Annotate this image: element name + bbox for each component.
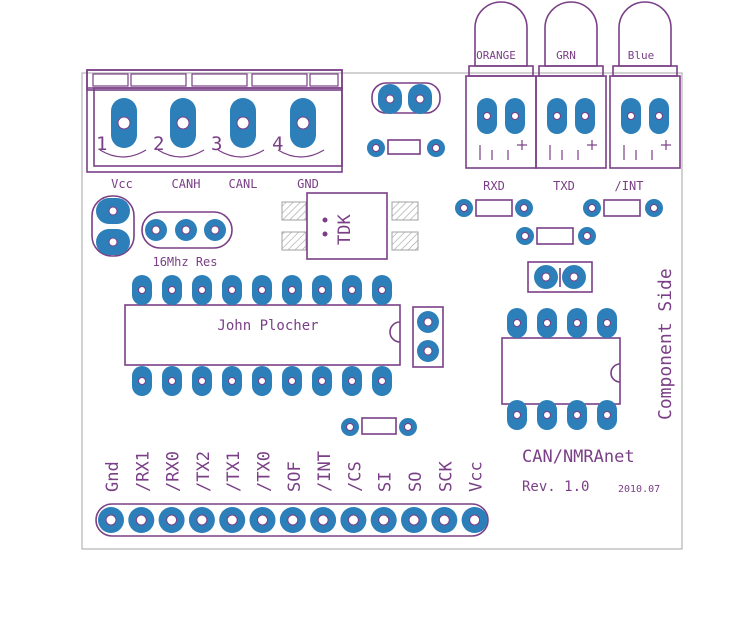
jumper-ic [412, 306, 444, 368]
led-1 [465, 1, 537, 169]
terminal-tab [191, 73, 248, 87]
label-gnd: GND [297, 177, 319, 191]
jumper-right [527, 261, 593, 293]
terminal-hole [236, 116, 250, 130]
led-label-orange: ORANGE [476, 49, 516, 62]
label-canh: CANH [172, 177, 201, 191]
header-label-11: SCK [436, 461, 456, 492]
header-label-10: SO [406, 472, 426, 492]
small-ic [501, 308, 621, 430]
pin-header [95, 503, 489, 537]
led-label-grn: GRN [556, 49, 576, 62]
led-3 [609, 1, 681, 169]
header-label-6: SOF [285, 461, 305, 492]
jumper-top [371, 82, 441, 114]
header-label-0: Gnd [103, 461, 123, 492]
terminal-block: 1 2 3 4 [86, 69, 343, 173]
led-label-blue: Blue [628, 49, 655, 62]
header-label-12: Vcc [467, 461, 487, 492]
terminal-pin-2: 2 [153, 133, 164, 155]
header-label-8: /CS [345, 461, 365, 492]
resistor-int [583, 199, 663, 217]
led-signal-rxd: RXD [483, 179, 505, 193]
revision: Rev. 1.0 [522, 479, 589, 495]
terminal-tab [130, 73, 187, 87]
ic-label: John Plocher [217, 318, 318, 334]
resistor-top [367, 139, 445, 157]
revision-date: 2010.07 [618, 484, 660, 495]
crystal-resonator [141, 211, 233, 249]
board-outline [81, 72, 683, 550]
resistor-txd [516, 227, 596, 245]
header-label-1: /RX1 [133, 451, 153, 492]
crystal-label: 16Mhz Res [152, 255, 217, 269]
terminal-pin-1: 1 [96, 133, 107, 155]
terminal-hole [176, 116, 190, 130]
main-ic [124, 275, 401, 396]
terminal-tab [92, 73, 129, 87]
terminal-pin-3: 3 [211, 133, 222, 155]
terminal-tab [251, 73, 308, 87]
header-label-2: /RX0 [164, 451, 184, 492]
tdk-label: TDK [335, 214, 355, 245]
component-side-label: Component Side [655, 268, 676, 420]
header-label-4: /TX1 [224, 451, 244, 492]
header-label-5: /TX0 [255, 451, 275, 492]
terminal-hole [117, 116, 131, 130]
led-signal-txd: TXD [553, 179, 575, 193]
resistor-rxd [455, 199, 533, 217]
header-label-3: /TX2 [194, 451, 214, 492]
resistor-bottom [341, 417, 417, 436]
board-name: CAN/NMRAnet [522, 447, 635, 467]
terminal-hole [296, 116, 310, 130]
label-vcc: Vcc [111, 177, 133, 191]
led-2 [535, 1, 607, 169]
label-canl: CANL [229, 177, 258, 191]
header-label-9: SI [376, 472, 396, 492]
header-labels: Gnd/RX1/RX0/TX2/TX1/TX0 SOF/INT/CS SI SO SCK… [103, 451, 487, 492]
terminal-pin-4: 4 [272, 133, 283, 155]
led-signal-int: /INT [615, 179, 644, 193]
tdk-component [281, 192, 419, 260]
capacitor-left [91, 195, 135, 257]
header-label-7: /INT [315, 451, 335, 492]
led-group [465, 1, 681, 169]
terminal-tab [309, 73, 339, 87]
